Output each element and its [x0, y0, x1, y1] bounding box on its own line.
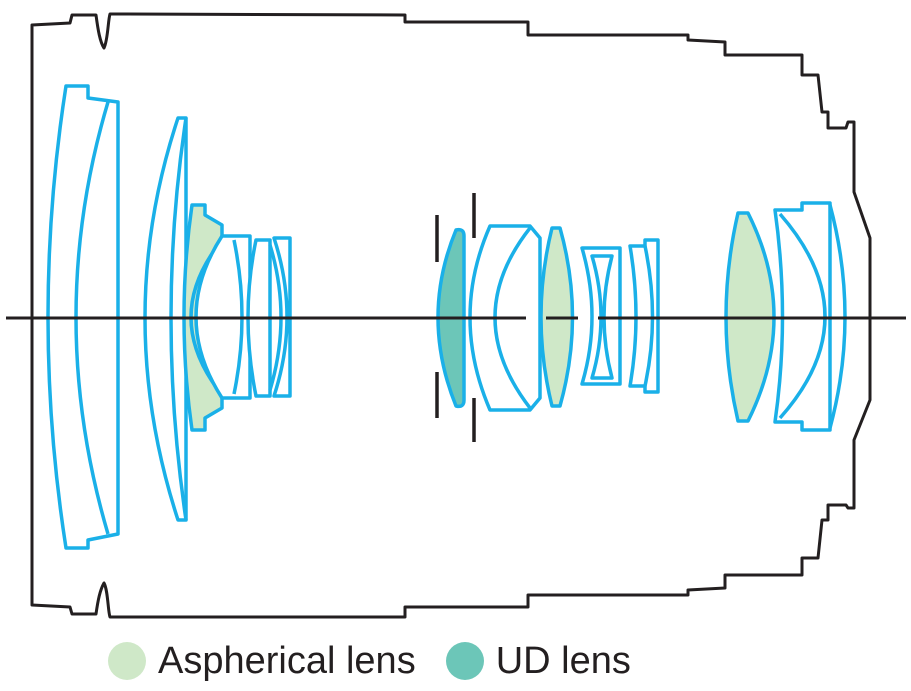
lens-element-6 — [272, 236, 292, 398]
ud-swatch-icon — [445, 642, 484, 680]
lens-element-10-inner-surface — [590, 254, 614, 380]
aspherical-swatch-icon — [108, 642, 146, 680]
legend: Aspherical lens UD lens — [108, 636, 661, 686]
lens-barrel-outline — [30, 12, 872, 619]
legend-item-aspherical: Aspherical lens — [108, 640, 416, 683]
legend-label-ud: UD lens — [495, 639, 631, 682]
legend-label-aspherical: Aspherical lens — [158, 639, 416, 682]
legend-item-ud: UD lens — [445, 639, 631, 683]
